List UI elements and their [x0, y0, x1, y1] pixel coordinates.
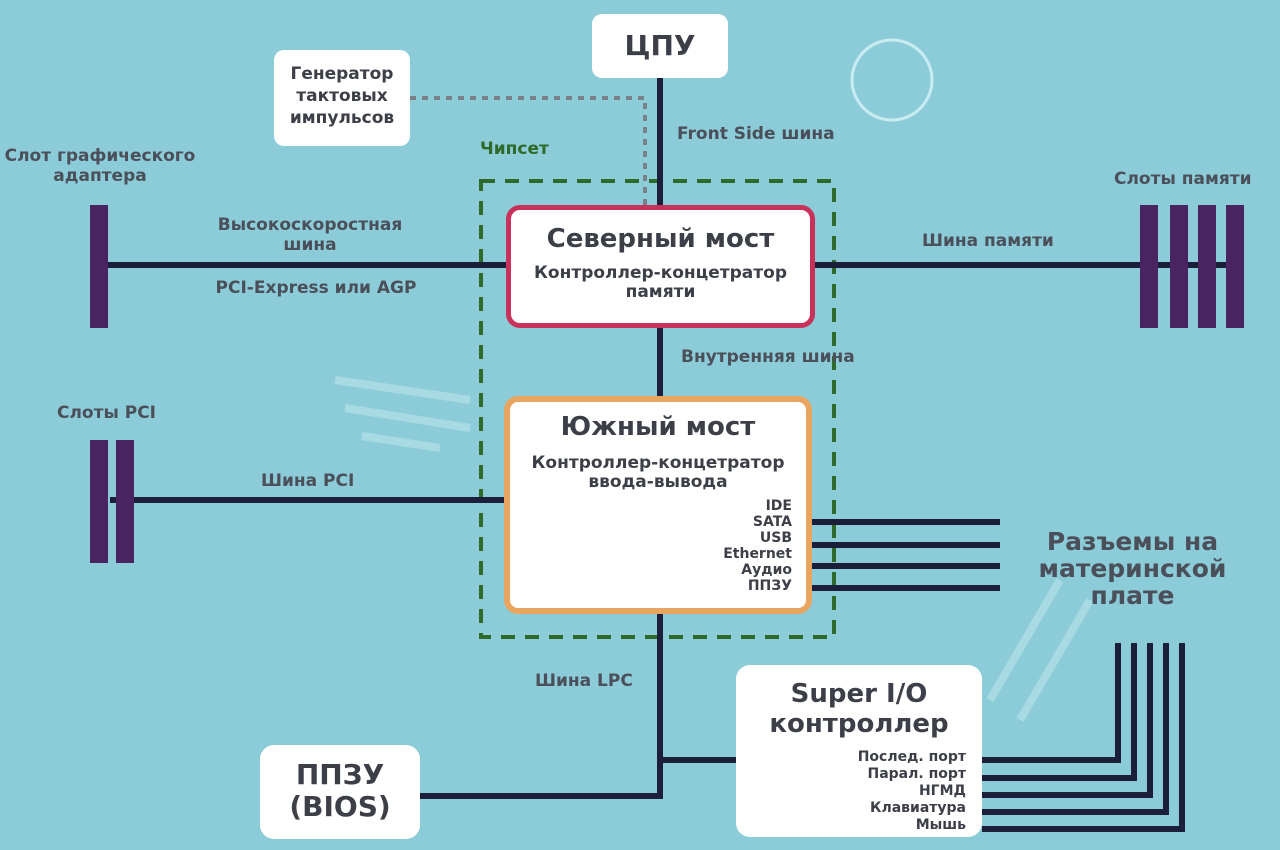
northbridge-subtitle: Контроллер-концетратор памяти	[511, 264, 810, 302]
internal-bus-label: Внутренняя шина	[681, 347, 855, 367]
lpc-label: Шина LPC	[535, 671, 633, 691]
superio-title: Super I/O контроллер	[736, 679, 982, 739]
bios-box: ППЗУ (BIOS)	[260, 745, 420, 839]
bios-label-line: ППЗУ	[295, 758, 385, 791]
superio-port: НГМД	[918, 783, 966, 799]
memory-bus-label: Шина памяти	[922, 231, 1054, 251]
sio-port-line	[982, 643, 1137, 781]
graphics-bus-label: Высокоскоростная шина	[205, 215, 415, 255]
pci-slot-label: Слоты PCI	[57, 403, 157, 423]
clock-label-line: Генератор	[290, 64, 394, 84]
southbridge-title: Южный мост	[560, 412, 756, 442]
graphics-slot	[90, 205, 108, 328]
southbridge-port: Ethernet	[723, 546, 792, 562]
memory-slot-label: Слоты памяти	[1114, 169, 1252, 189]
northbridge-title: Северный мост	[546, 224, 775, 254]
motherboard-connectors-line: материнской	[1038, 554, 1227, 583]
superio-port: Клавиатура	[870, 800, 966, 816]
southbridge-subtitle: Контроллер-концетратор ввода-вывода	[510, 454, 806, 492]
motherboard-connectors-line: плате	[1090, 581, 1175, 610]
memory-slot	[1226, 205, 1244, 328]
pci-slot	[116, 440, 134, 563]
decorative-stripes	[334, 376, 1094, 723]
graphics-bus-label-line: шина	[283, 235, 337, 255]
memory-slot	[1170, 205, 1188, 328]
sio-port-line	[982, 643, 1185, 832]
northbridge-subtitle-line: памяти	[625, 282, 696, 302]
chipset-label: Чипсет	[480, 139, 549, 159]
superio-port: Парал. порт	[867, 766, 966, 782]
sio-port-line	[982, 643, 1121, 763]
northbridge-subtitle-line: Контроллер-концетратор	[534, 263, 787, 283]
clock-label-line: тактовых	[296, 86, 388, 106]
superio-title-line: Super I/O	[790, 679, 928, 709]
clock-generator-box: Генератор тактовых импульсов	[274, 50, 410, 146]
cpu-box: ЦПУ	[592, 14, 728, 78]
bios-label-line: (BIOS)	[289, 790, 391, 823]
southbridge-port: SATA	[752, 514, 792, 530]
superio-port: Послед. порт	[857, 749, 966, 765]
southbridge-subtitle-line: ввода-вывода	[588, 472, 728, 492]
graphics-slot-label: Слот графического адаптера	[0, 146, 200, 186]
superio-box: Super I/O контроллер Послед. порт Парал.…	[736, 665, 982, 837]
graphics-bus-sub-label: PCI-Express или AGP	[215, 278, 417, 298]
cpu-label: ЦПУ	[624, 29, 696, 62]
southbridge-ports: IDE SATA USB Ethernet Аудио ППЗУ	[723, 498, 792, 594]
pci-bus-label: Шина PCI	[261, 471, 355, 491]
graphics-slot-label-line: Слот графического	[4, 146, 196, 166]
southbridge-box: Южный мост Контроллер-концетратор ввода-…	[504, 396, 812, 614]
superio-ports: Послед. порт Парал. порт НГМД Клавиатура…	[858, 749, 966, 834]
southbridge-port: Аудио	[741, 562, 792, 578]
southbridge-port: IDE	[765, 498, 792, 514]
fsb-label: Front Side шина	[677, 124, 835, 144]
graphics-slot-label-line: адаптера	[53, 166, 147, 186]
sio-port-line	[982, 643, 1169, 815]
graphics-bus-label-line: Высокоскоростная	[217, 215, 403, 235]
superio-port: Мышь	[915, 817, 966, 833]
motherboard-connectors-line: Разъемы на	[1046, 527, 1219, 556]
sio-port-line	[982, 643, 1153, 798]
superio-title-line: контроллер	[769, 709, 949, 739]
southbridge-port: ППЗУ	[747, 578, 792, 594]
pci-slot	[90, 440, 108, 563]
decorative-circle	[850, 38, 934, 122]
clock-label-line: импульсов	[289, 108, 395, 128]
southbridge-subtitle-line: Контроллер-концетратор	[531, 453, 785, 473]
northbridge-box: Северный мост Контроллер-концетратор пам…	[506, 205, 815, 328]
memory-slot	[1198, 205, 1216, 328]
southbridge-port: USB	[759, 530, 792, 546]
motherboard-connectors-label: Разъемы на материнской плате	[1030, 528, 1235, 609]
memory-slot	[1140, 205, 1158, 328]
